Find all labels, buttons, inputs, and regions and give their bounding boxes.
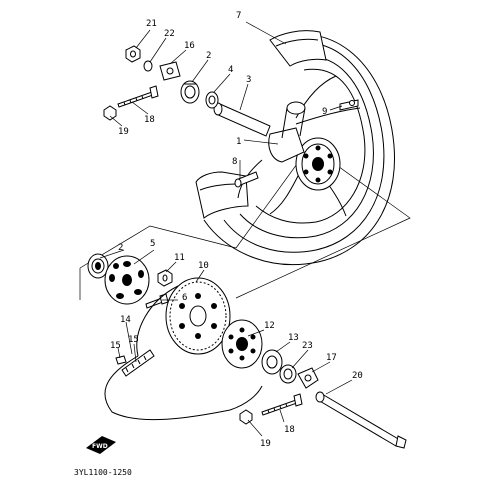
axle-pin[interactable] bbox=[234, 171, 259, 188]
callout-9: 9 bbox=[322, 107, 327, 117]
callout-13: 13 bbox=[288, 333, 299, 343]
axle-sleeve[interactable] bbox=[213, 102, 271, 137]
fwd-badge-text: FWD bbox=[92, 443, 108, 450]
callout-labels: 21 22 16 2 4 3 7 9 1 8 18 19 2 5 11 10 6… bbox=[110, 11, 363, 449]
valve[interactable] bbox=[339, 99, 359, 111]
callout-11: 11 bbox=[174, 253, 185, 263]
callout-1: 1 bbox=[236, 137, 241, 147]
callout-15-left: 15 bbox=[110, 341, 121, 351]
callout-20: 20 bbox=[352, 371, 363, 381]
callout-19-bottom: 19 bbox=[260, 439, 271, 449]
bearing-lower[interactable] bbox=[87, 253, 109, 279]
callout-6: 6 bbox=[182, 293, 187, 303]
callout-2-top: 2 bbox=[206, 51, 211, 61]
callout-14: 14 bbox=[120, 315, 131, 325]
callout-8: 8 bbox=[232, 157, 237, 167]
axle[interactable] bbox=[315, 391, 407, 449]
callout-23: 23 bbox=[302, 341, 313, 351]
collar[interactable] bbox=[261, 349, 283, 375]
callout-12: 12 bbox=[264, 321, 275, 331]
adjuster-block[interactable] bbox=[297, 367, 319, 389]
washer-top[interactable] bbox=[143, 60, 153, 72]
spacer-block-top[interactable] bbox=[159, 61, 181, 81]
bearing-top[interactable] bbox=[180, 80, 200, 104]
oil-seal[interactable] bbox=[205, 91, 219, 109]
brake-disc[interactable] bbox=[221, 319, 263, 369]
spacer-23[interactable] bbox=[279, 364, 297, 384]
nut-bottom[interactable] bbox=[239, 409, 253, 425]
callout-7: 7 bbox=[236, 11, 241, 21]
forward-direction-icon: FWD bbox=[86, 436, 116, 454]
chain-clip[interactable] bbox=[115, 355, 127, 365]
part-code: 3YL1100-1250 bbox=[74, 468, 132, 477]
drive-chain[interactable] bbox=[104, 285, 263, 421]
callout-5: 5 bbox=[150, 239, 155, 249]
nut-11[interactable] bbox=[157, 269, 173, 287]
callout-17: 17 bbox=[326, 353, 337, 363]
callout-18-bottom: 18 bbox=[284, 425, 295, 435]
callout-2-lower: 2 bbox=[118, 243, 123, 253]
callout-3: 3 bbox=[246, 75, 251, 85]
callout-15-right: 15 bbox=[128, 335, 139, 345]
callout-18-top: 18 bbox=[144, 115, 155, 125]
leader-lines bbox=[99, 21, 353, 437]
bolt-top[interactable] bbox=[117, 85, 159, 108]
callout-4: 4 bbox=[228, 65, 233, 75]
callout-22: 22 bbox=[164, 29, 175, 39]
sprocket[interactable] bbox=[165, 277, 231, 355]
sprocket-hub[interactable] bbox=[104, 255, 150, 305]
callout-19-top: 19 bbox=[118, 127, 129, 137]
callout-21: 21 bbox=[146, 19, 157, 29]
nut-top[interactable] bbox=[125, 45, 141, 63]
callout-16: 16 bbox=[184, 41, 195, 51]
callout-10: 10 bbox=[198, 261, 209, 271]
group-boundary-lines bbox=[79, 145, 411, 300]
nut-top-left[interactable] bbox=[103, 105, 117, 121]
bolt-bottom[interactable] bbox=[261, 393, 303, 416]
wheel-rim[interactable] bbox=[195, 30, 396, 266]
